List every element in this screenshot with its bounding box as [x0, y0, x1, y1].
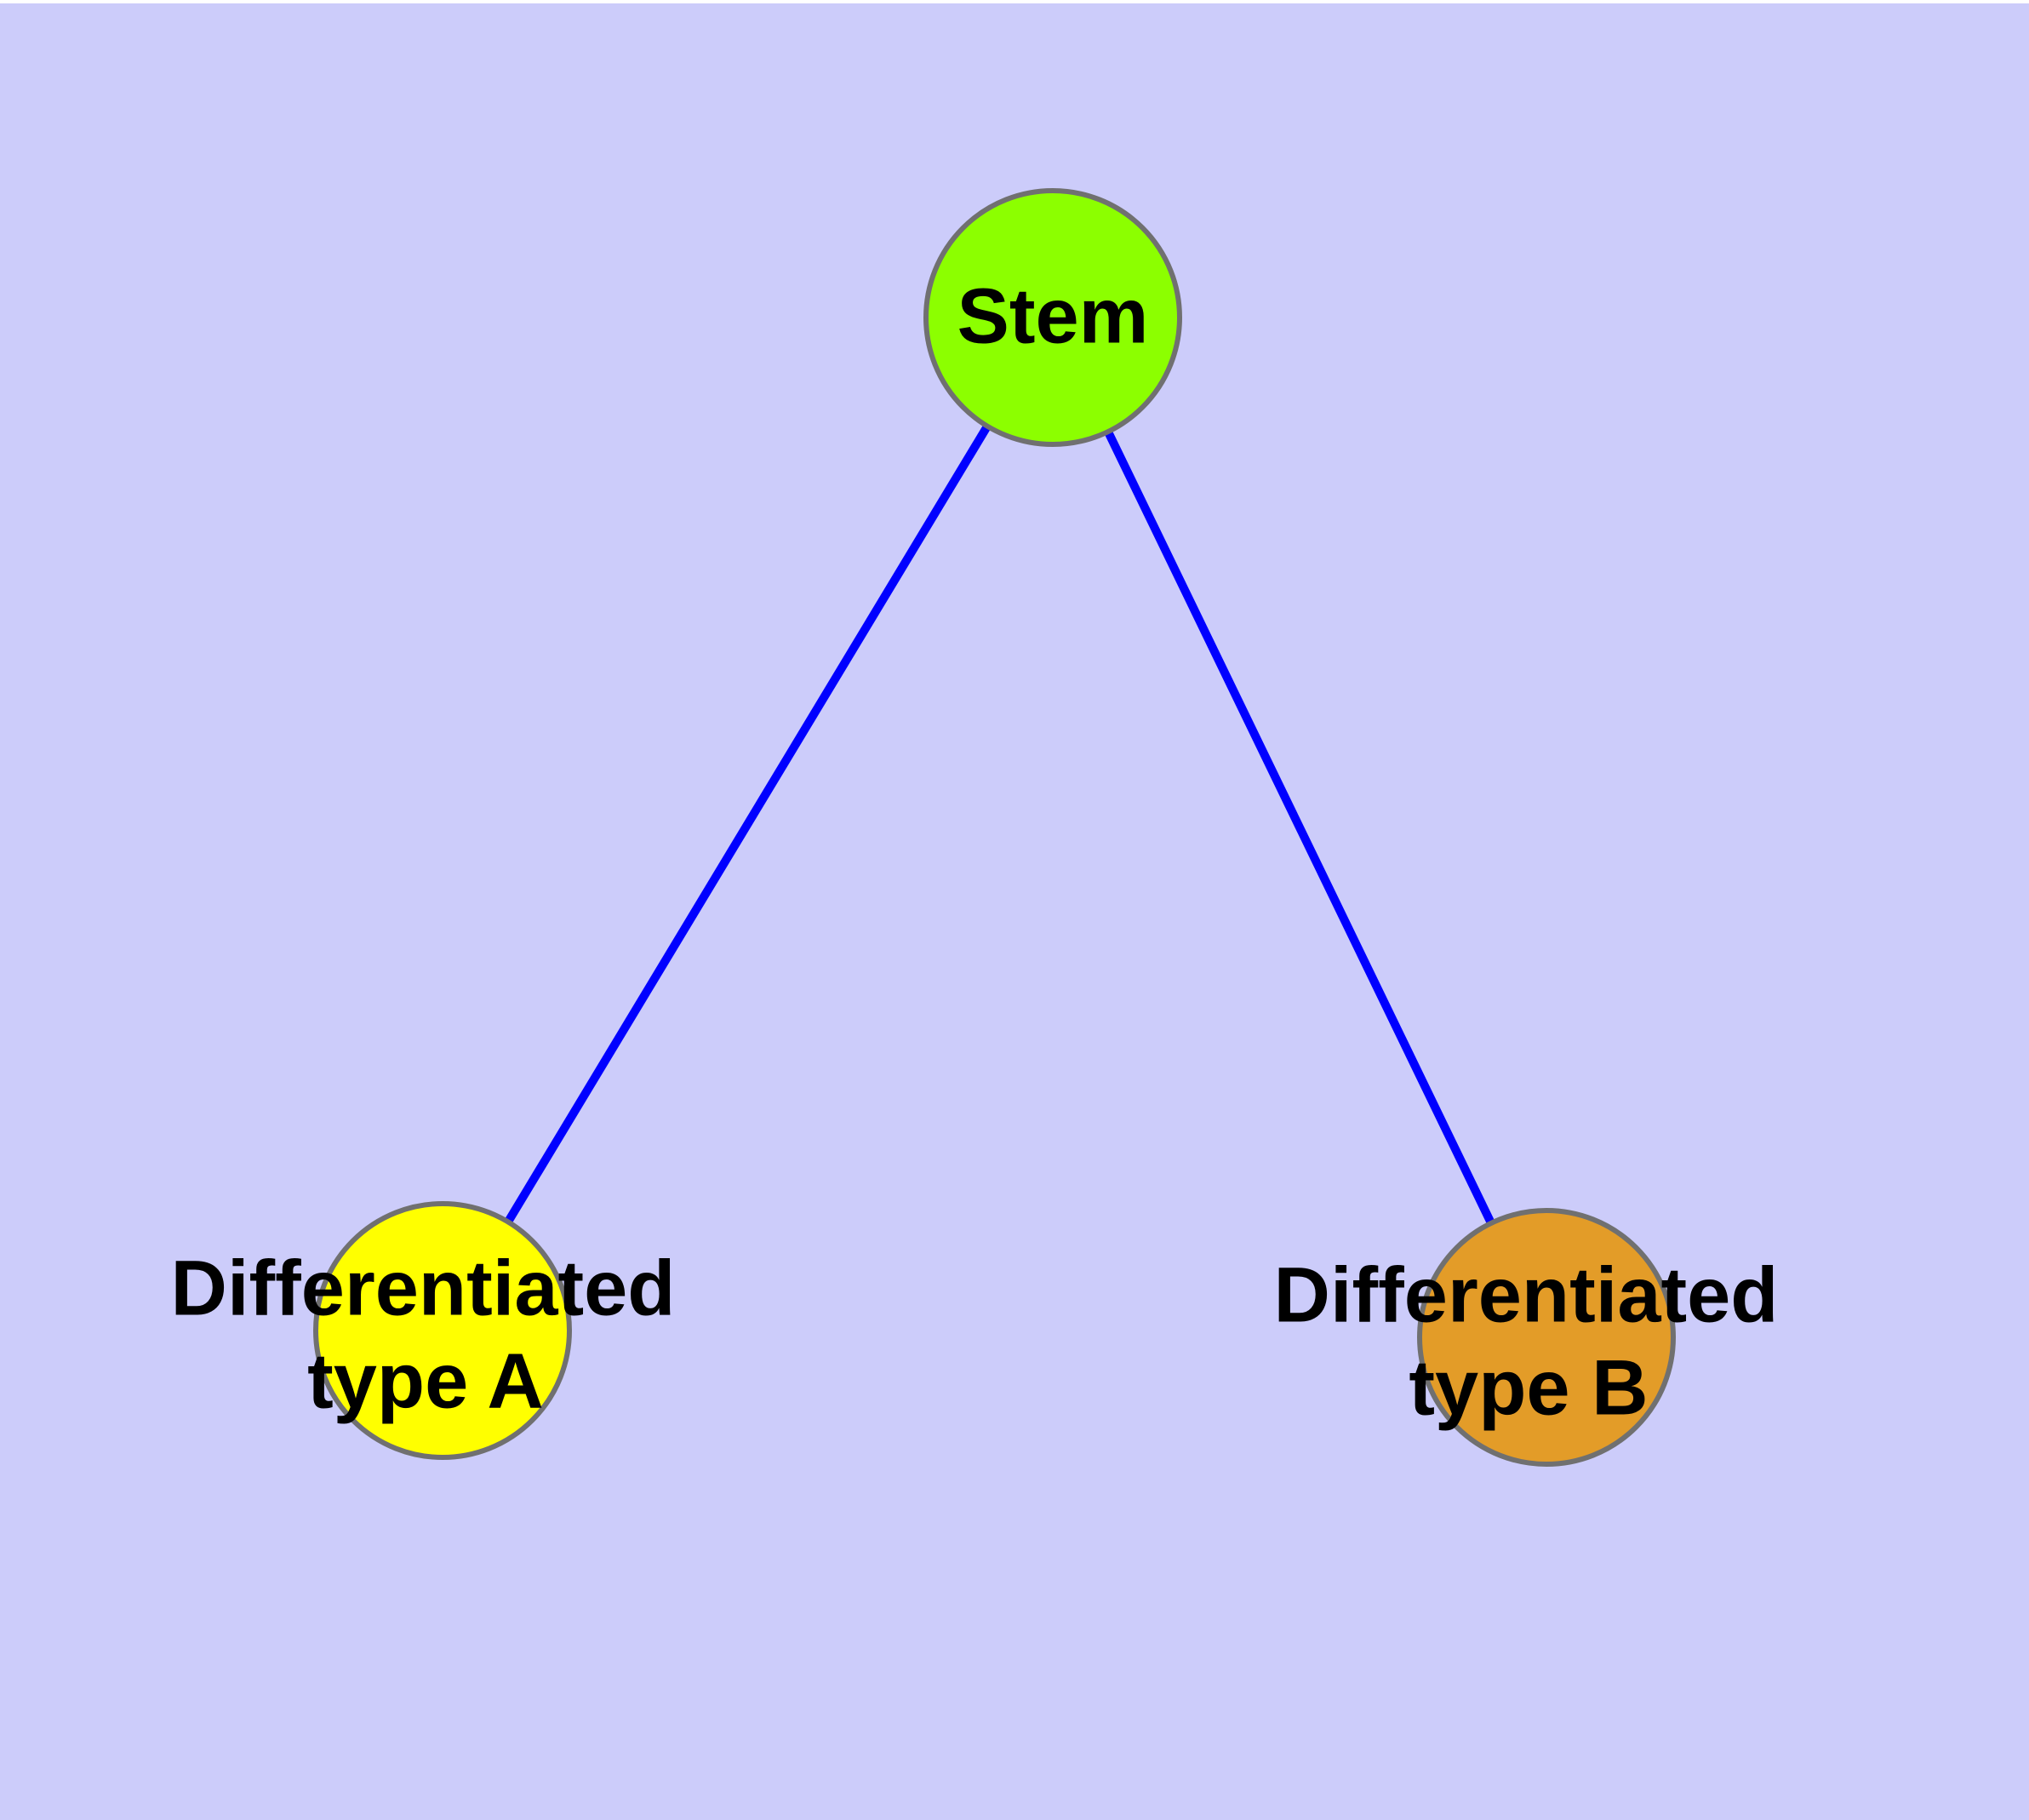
- node-differentiated-type-b-label-line1: Differentiated: [1274, 1251, 1779, 1338]
- node-differentiated-type-b-label-line2: type B: [1409, 1344, 1648, 1431]
- edge-stem-to-differentiated-type-b[interactable]: [1102, 426, 1497, 1229]
- node-differentiated-type-b[interactable]: Differentiated type B: [1274, 1208, 1779, 1467]
- edge-stem-to-differentiated-type-a[interactable]: [502, 421, 993, 1228]
- edge-layer: [502, 421, 1497, 1229]
- node-differentiated-type-b-circle[interactable]: [1417, 1208, 1676, 1467]
- node-stem[interactable]: Stem: [923, 188, 1182, 447]
- node-stem-label: Stem: [957, 272, 1149, 359]
- node-differentiated-type-a-label-line1: Differentiated: [171, 1245, 676, 1331]
- node-differentiated-type-a[interactable]: Differentiated type A: [171, 1201, 676, 1460]
- node-stem-circle[interactable]: [923, 188, 1182, 447]
- node-differentiated-type-a-circle[interactable]: [313, 1201, 572, 1460]
- node-differentiated-type-a-label-line2: type A: [307, 1337, 544, 1424]
